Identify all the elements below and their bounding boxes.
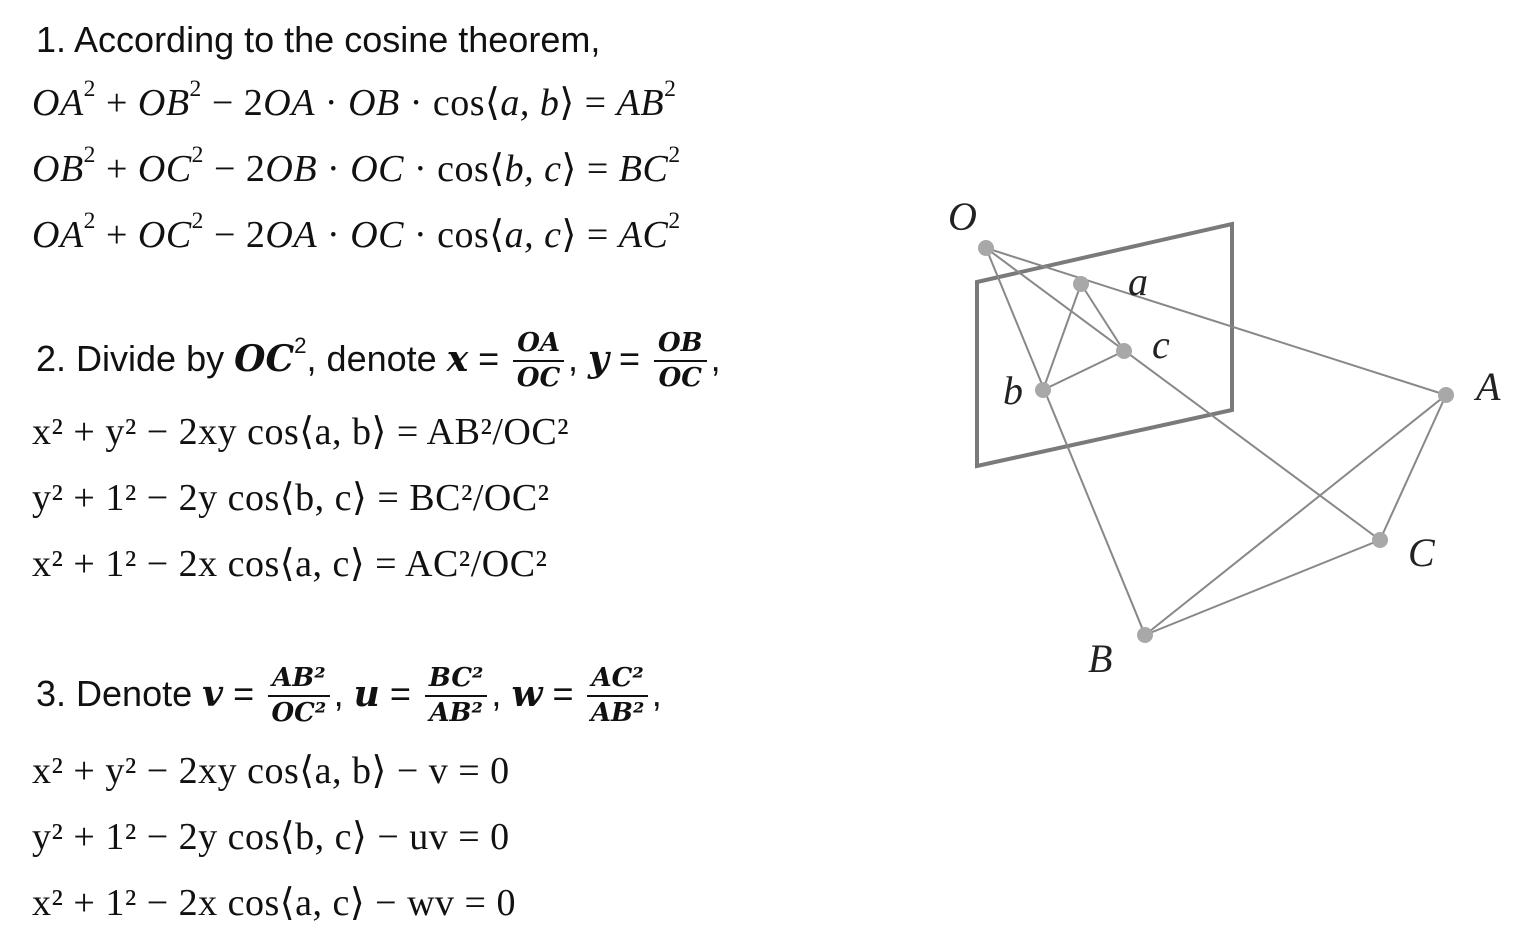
point-C [1372,532,1388,548]
final-eq-2: y² + 1² − 2y cos⟨b, c⟩ − uv = 0 [32,816,510,858]
label-b: b [1003,368,1023,413]
projection-lines [985,247,1447,636]
cosine-eq-3: OA2 + OC2 − 2OA · OC · cos⟨a, c⟩ = AC2 [32,208,681,256]
label-B: B [1088,636,1112,681]
point-B [1137,627,1153,643]
final-eq-3: x² + 1² − 2x cos⟨a, c⟩ − wv = 0 [32,882,516,924]
edge-a-c [1080,283,1125,352]
edge-C-B [1144,539,1381,636]
point-b [1035,382,1051,398]
cosine-eq-1: OA2 + OB2 − 2OA · OB · cos⟨a, b⟩ = AB2 [32,76,677,124]
cosine-eq-2: OB2 + OC2 − 2OB · OC · cos⟨b, c⟩ = BC2 [32,142,681,190]
edge-A-B [1144,394,1447,636]
normalized-eq-3: x² + 1² − 2x cos⟨a, c⟩ = AC²/OC² [32,543,548,585]
edge-a-b [1042,283,1082,391]
points [978,240,1454,643]
ray-O-B [985,247,1146,636]
label-O: O [948,194,977,239]
ray-O-A [985,247,1447,396]
normalized-eq-1: x² + y² − 2xy cos⟨a, b⟩ = AB²/OC² [32,411,570,453]
edge-b-c [1042,350,1125,391]
step1-heading: 1. According to the cosine theorem, [36,19,601,60]
point-c [1116,343,1132,359]
point-O [978,240,994,256]
point-A [1438,387,1454,403]
image-plane [975,221,1234,469]
ray-O-C [985,247,1381,541]
final-eq-1: x² + y² − 2xy cos⟨a, b⟩ − v = 0 [32,750,510,792]
label-c: c [1152,322,1170,367]
label-A: A [1473,364,1501,409]
normalized-eq-2: y² + 1² − 2y cos⟨b, c⟩ = BC²/OC² [32,477,550,519]
edge-A-C [1379,394,1447,541]
label-C: C [1408,530,1436,575]
point-a [1073,276,1089,292]
label-a: a [1128,259,1148,304]
